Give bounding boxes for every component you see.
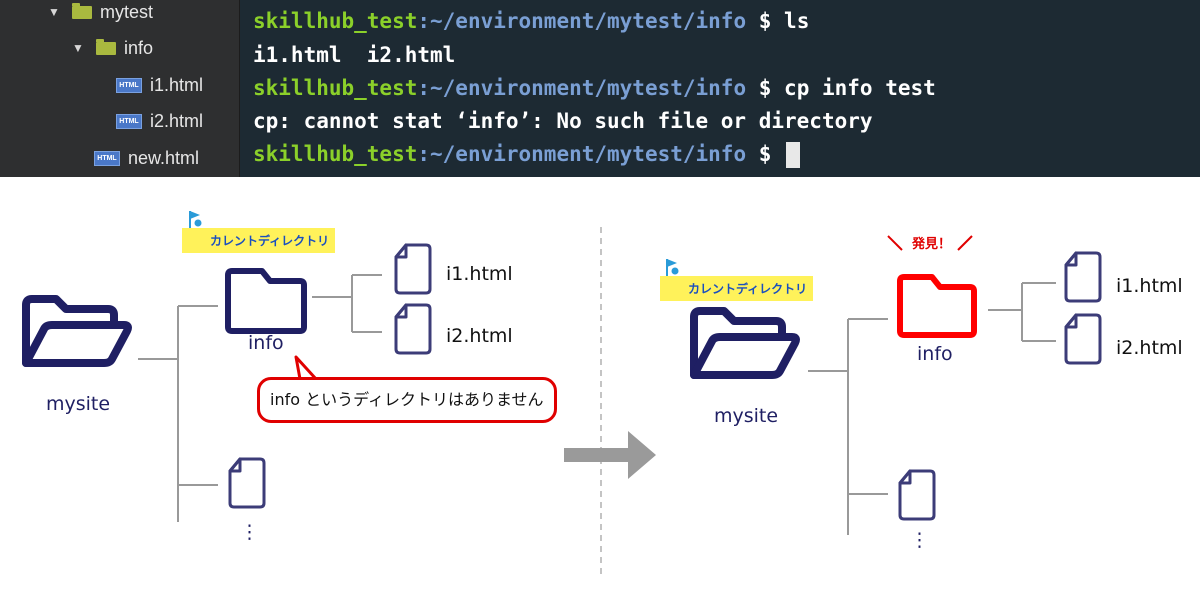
html-file-icon: HTML — [94, 150, 120, 166]
tree-item-info[interactable]: ▼ info — [72, 36, 153, 60]
terminal-output: i1.html i2.html — [253, 43, 456, 67]
terminal-line: cp: cannot stat ‘info’: No such file or … — [253, 107, 873, 135]
file-icon — [394, 303, 432, 355]
prompt-path: :~/environment/mytest/info — [417, 9, 747, 33]
tree-item-label: i2.html — [150, 110, 204, 131]
prompt-user: skillhub_test — [253, 76, 418, 100]
tree-item-label: info — [124, 37, 154, 58]
caret-down-icon[interactable]: ▼ — [72, 41, 84, 55]
terminal-command: ls — [784, 9, 810, 33]
terminal-command: cp info test — [784, 76, 936, 100]
file-label: i1.html — [1116, 275, 1183, 297]
file-icon — [1064, 251, 1102, 303]
file-tree: ▼ mytest ▼ info HTML i1.html HTML i2.htm… — [0, 0, 240, 177]
directory-diagram: カレントディレクトリ mysite info i1.html i2.html ⋮… — [0, 177, 1200, 600]
tree-item-label: new.html — [128, 147, 200, 168]
prompt-user: skillhub_test — [253, 9, 418, 33]
prompt-symbol: $ — [746, 9, 785, 33]
prompt-user: skillhub_test — [253, 142, 418, 166]
terminal-line: i1.html i2.html — [253, 41, 455, 69]
prompt-path: :~/environment/mytest/info — [417, 142, 747, 166]
tree-item-label: mytest — [100, 1, 154, 22]
html-file-icon: HTML — [116, 113, 142, 129]
root-folder-open-icon — [690, 307, 800, 379]
folder-icon — [96, 38, 116, 55]
file-icon — [228, 457, 266, 509]
terminal[interactable]: skillhub_test:~/environment/mytest/info … — [240, 0, 1200, 177]
terminal-line: skillhub_test:~/environment/mytest/info … — [253, 7, 809, 35]
prompt-path: :~/environment/mytest/info — [417, 76, 747, 100]
speech-bubble: info というディレクトリはありません — [257, 377, 557, 423]
file-label: i1.html — [446, 263, 513, 285]
root-folder-open-icon — [22, 295, 132, 367]
root-folder-label: mysite — [46, 393, 111, 415]
prompt-symbol: $ — [746, 142, 785, 166]
terminal-line: skillhub_test:~/environment/mytest/info … — [253, 74, 936, 102]
tree-item-mytest[interactable]: ▼ mytest — [48, 0, 153, 24]
more-items-ellipsis: ⋮ — [240, 521, 259, 543]
emphasis-mark — [957, 235, 973, 251]
file-icon — [394, 243, 432, 295]
right-tree-lines — [808, 282, 1056, 535]
current-directory-badge: カレントディレクトリ — [660, 276, 814, 301]
file-icon — [1064, 313, 1102, 365]
emphasis-mark — [887, 235, 903, 251]
file-label: i2.html — [1116, 337, 1183, 359]
more-items-ellipsis: ⋮ — [910, 529, 929, 551]
folder-found-icon — [897, 274, 977, 338]
ide-screenshot: ▼ mytest ▼ info HTML i1.html HTML i2.htm… — [0, 0, 1200, 177]
tree-item-new[interactable]: HTML new.html — [94, 146, 199, 170]
folder-label: info — [248, 332, 284, 354]
html-file-icon: HTML — [116, 77, 142, 93]
folder-icon — [72, 2, 92, 19]
caret-down-icon[interactable]: ▼ — [48, 5, 60, 19]
arrow-right-icon — [564, 431, 656, 479]
terminal-output: cp: cannot stat ‘info’: No such file or … — [253, 109, 873, 133]
prompt-symbol: $ — [746, 76, 785, 100]
speech-bubble-tail — [294, 355, 318, 381]
folder-label: info — [917, 343, 953, 365]
found-label: 発見！ — [912, 237, 952, 252]
terminal-line: skillhub_test:~/environment/mytest/info … — [253, 140, 801, 168]
tree-item-i2[interactable]: HTML i2.html — [116, 109, 203, 133]
tree-item-label: i1.html — [150, 74, 204, 95]
text-cursor — [786, 142, 801, 168]
file-label: i2.html — [446, 325, 513, 347]
file-icon — [898, 469, 936, 521]
left-tree-lines — [138, 274, 382, 522]
diagram-graphics — [22, 211, 1102, 577]
root-folder-label: mysite — [714, 405, 779, 427]
folder-icon — [225, 268, 307, 334]
current-directory-badge: カレントディレクトリ — [182, 228, 336, 253]
tree-item-i1[interactable]: HTML i1.html — [116, 73, 203, 97]
